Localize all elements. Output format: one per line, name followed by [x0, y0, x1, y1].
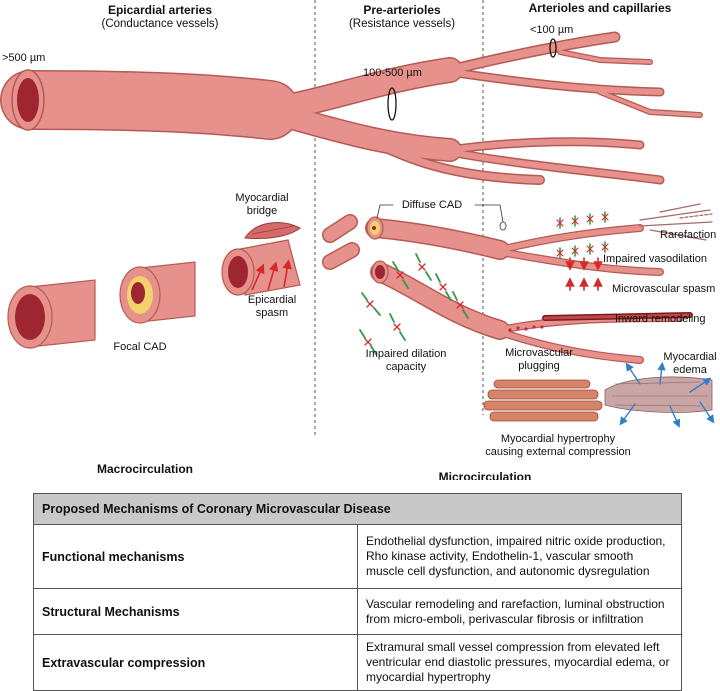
- microcirculation-diagram: Epicardial arteries (Conductance vessels…: [0, 0, 717, 480]
- label-microvascular-spasm: Microvascular spasm: [612, 283, 715, 295]
- label-epicardial-spasm-2: spasm: [256, 307, 288, 319]
- label-diffuse-cad: Diffuse CAD: [402, 199, 462, 211]
- table-row: Functional mechanisms Endothelial dysfun…: [33, 524, 682, 589]
- header-prearterioles-sub: (Resistance vessels): [349, 18, 455, 30]
- row-description: Vascular remodeling and rarefaction, lum…: [357, 588, 682, 635]
- label-epicardial-spasm-1: Epicardial: [248, 294, 296, 306]
- dilation-arrows: [359, 253, 469, 355]
- top-vessel-tree: [0, 31, 703, 185]
- table-row: Structural Mechanisms Vascular remodelin…: [33, 588, 682, 635]
- label-myocardial-bridge-1: Myocardial: [235, 192, 288, 204]
- header-arterioles: Arterioles and capillaries: [529, 1, 672, 15]
- header-epicardial-sub: (Conductance vessels): [102, 18, 219, 30]
- row-description: Extramural small vessel compression from…: [357, 634, 682, 691]
- header-prearterioles: Pre-arterioles: [363, 3, 441, 17]
- label-microvascular-plugging-1: Microvascular: [505, 347, 573, 359]
- row-category: Extravascular compression: [33, 634, 358, 691]
- label-microvascular-plugging-2: plugging: [518, 360, 560, 372]
- row-description: Endothelial dysfunction, impaired nitric…: [357, 524, 682, 589]
- epicardial-segments: [7, 222, 301, 349]
- label-myocardial-edema-2: edema: [673, 364, 708, 376]
- label-myocardial-hypertrophy-2: causing external compression: [485, 446, 631, 458]
- label-myocardial-hypertrophy-1: Myocardial hypertrophy: [501, 433, 616, 445]
- label-impaired-dilation-2: capacity: [386, 361, 427, 373]
- table-title: Proposed Mechanisms of Coronary Microvas…: [33, 493, 682, 525]
- label-myocardial-bridge-2: bridge: [247, 205, 278, 217]
- arteriole-mechanisms: [483, 203, 715, 428]
- table-row: Extravascular compression Extramural sma…: [33, 634, 682, 691]
- size-mid: 100-500 µm: [363, 67, 422, 79]
- row-category: Functional mechanisms: [33, 524, 358, 589]
- size-large: >500 µm: [2, 52, 45, 64]
- label-inward-remodeling: Inward remodeling: [615, 313, 706, 325]
- prearteriole-branches: [322, 204, 684, 364]
- label-impaired-vasodilation: Impaired vasodilation: [603, 253, 707, 265]
- table-header-row: Proposed Mechanisms of Coronary Microvas…: [33, 493, 682, 525]
- label-myocardial-edema-1: Myocardial: [663, 351, 716, 363]
- label-impaired-dilation-1: Impaired dilation: [366, 348, 447, 360]
- label-focal-cad: Focal CAD: [113, 341, 166, 353]
- mechanisms-table: Proposed Mechanisms of Coronary Microvas…: [33, 493, 682, 691]
- row-category: Structural Mechanisms: [33, 588, 358, 635]
- size-small: <100 µm: [530, 24, 573, 36]
- section-macrocirculation: Macrocirculation: [97, 462, 193, 476]
- bridge-muscle: [244, 222, 301, 239]
- header-epicardial: Epicardial arteries: [108, 3, 212, 17]
- label-rarefaction: Rarefaction: [660, 229, 716, 241]
- section-microcirculation: Microcirculation: [439, 470, 532, 480]
